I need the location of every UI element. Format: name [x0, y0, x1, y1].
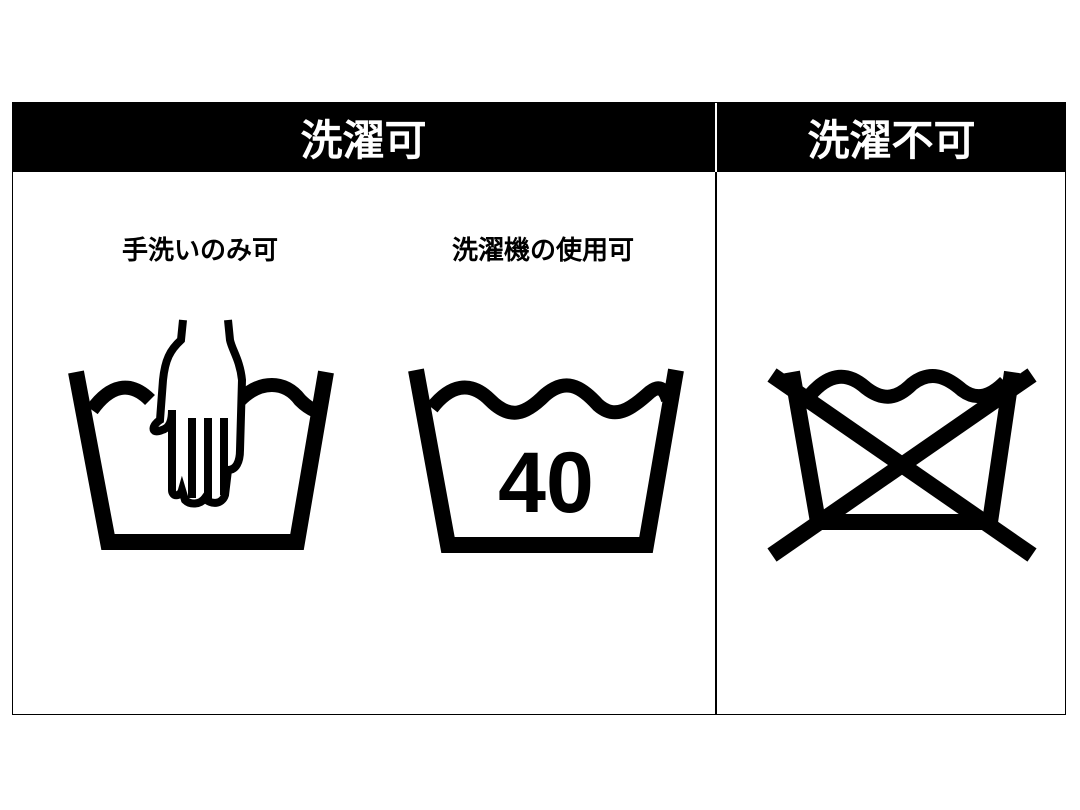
machine-wash-label: 洗濯機の使用可	[451, 236, 634, 266]
header-not-washable-text: 洗濯不可	[807, 115, 976, 165]
header-washable: 洗濯可	[12, 102, 715, 172]
column-divider	[715, 172, 717, 715]
temperature-40: 40	[498, 435, 594, 531]
machine-wash-tub-icon	[408, 368, 684, 553]
do-not-wash-tub-icon	[767, 368, 1037, 562]
hand-wash-label: 手洗いのみ可	[121, 236, 278, 266]
cross-line-2	[767, 368, 1037, 562]
header-not-washable: 洗濯不可	[717, 102, 1066, 172]
hand-icon	[149, 319, 247, 508]
header-washable-text: 洗濯可	[300, 115, 427, 165]
hand-wash-tub-icon	[68, 319, 334, 550]
